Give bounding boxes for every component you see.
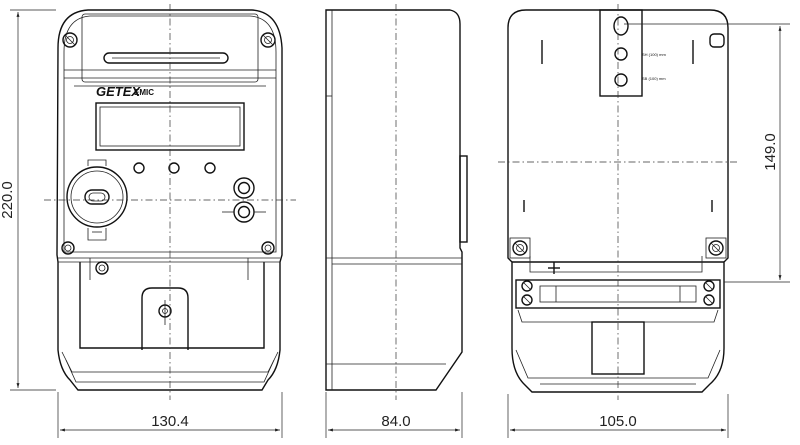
hole-label-lower: SB (100) mm [642, 76, 666, 81]
led-indicator-3 [204, 162, 216, 174]
dimension-lines [10, 9, 790, 438]
dimension-front-width: 130.4 [151, 413, 189, 430]
side-view [325, 4, 468, 400]
back-screw-left [509, 237, 531, 259]
front-outline [56, 9, 283, 391]
hole-label-upper: SH (100) mm [642, 52, 666, 57]
brand-logo: GETEX [96, 84, 141, 99]
front-screw-top-left [62, 32, 78, 48]
back-view: SH (100) mm SB (100) mm [498, 4, 740, 400]
side-outline [325, 9, 463, 391]
led-indicator-1 [133, 162, 145, 174]
front-screw-top-right [260, 32, 276, 48]
polarity-plus-mark [548, 262, 560, 274]
terminal-seal-bracket [141, 287, 189, 350]
terminal-screws-left [521, 280, 533, 306]
dimension-back-width: 105.0 [599, 413, 637, 430]
back-outline [507, 9, 729, 393]
optical-port [66, 159, 128, 241]
terminal-screws-right [703, 280, 715, 306]
side-mount-tab [459, 155, 468, 243]
hanging-plate [599, 9, 643, 97]
cable-entry [591, 321, 645, 375]
hanging-hole-upper [613, 16, 629, 36]
front-view: GETEX EMIC [44, 4, 296, 400]
terminal-cover-screw [95, 261, 109, 275]
dimension-mount-height: 149.0 [762, 133, 779, 171]
model-label: EMIC [134, 88, 154, 97]
top-seal-slot [103, 52, 229, 64]
dimension-side-depth: 84.0 [381, 413, 410, 430]
led-indicator-2 [168, 162, 180, 174]
back-screw-right [705, 237, 727, 259]
back-top-tab [709, 33, 725, 48]
front-screw-mid-right [261, 241, 275, 255]
front-screw-mid-left [61, 241, 75, 255]
button-lower [222, 201, 266, 223]
button-upper [233, 177, 255, 199]
dimension-front-height: 220.0 [0, 181, 16, 219]
